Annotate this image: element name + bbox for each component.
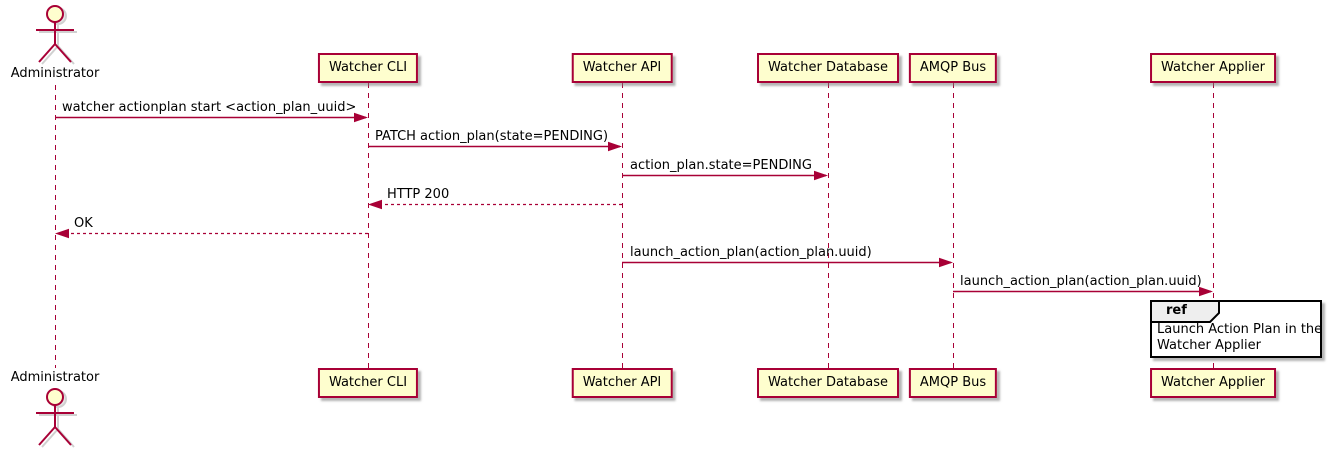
message-label-1: watcher actionplan start <action_plan_uu…: [62, 100, 357, 115]
participant-watcher-cli-top: Watcher CLI: [317, 53, 419, 83]
message-arrow-5: [55, 228, 368, 239]
participant-watcher-applier-bottom: Watcher Applier: [1150, 368, 1276, 398]
message-arrow-1: [55, 112, 368, 123]
ref-fragment: ref Launch Action Plan in the Watcher Ap…: [1150, 300, 1322, 358]
actor-label-administrator-top: Administrator: [10, 66, 100, 81]
participant-watcher-database-top: Watcher Database: [757, 53, 899, 83]
message-arrow-6: [622, 257, 953, 268]
ref-text-line-1: Launch Action Plan in the: [1157, 322, 1323, 337]
administrator-actor-icon-top: [36, 5, 77, 65]
participant-watcher-api-bottom: Watcher API: [571, 368, 673, 398]
administrator-actor-icon-bottom: [36, 388, 77, 448]
message-label-3: action_plan.state=PENDING: [630, 158, 812, 173]
message-label-5: OK: [74, 216, 93, 231]
message-label-7: launch_action_plan(action_plan.uuid): [960, 274, 1202, 289]
participant-watcher-database-bottom: Watcher Database: [757, 368, 899, 398]
message-label-4: HTTP 200: [387, 187, 450, 202]
participant-watcher-api-top: Watcher API: [571, 53, 673, 83]
participant-watcher-cli-bottom: Watcher CLI: [317, 368, 419, 398]
message-arrow-2: [368, 141, 622, 152]
ref-keyword: ref: [1166, 303, 1187, 318]
message-label-2: PATCH action_plan(state=PENDING): [375, 129, 609, 144]
message-arrow-4: [368, 199, 622, 210]
ref-text-line-2: Watcher Applier: [1157, 338, 1261, 353]
participant-amqp-bus-top: AMQP Bus: [908, 53, 998, 83]
ref-text: Launch Action Plan in the Watcher Applie…: [1157, 322, 1322, 354]
message-label-6: launch_action_plan(action_plan.uuid): [630, 245, 872, 260]
actor-label-administrator-bottom: Administrator: [10, 370, 100, 385]
message-arrows: [55, 112, 1213, 297]
participant-watcher-applier-top: Watcher Applier: [1150, 53, 1276, 83]
ref-header-pentagon: [1150, 300, 1220, 323]
lifelines: [55, 83, 1214, 369]
participant-amqp-bus-bottom: AMQP Bus: [908, 368, 998, 398]
message-arrow-3: [622, 170, 828, 181]
message-arrow-7: [953, 286, 1213, 297]
